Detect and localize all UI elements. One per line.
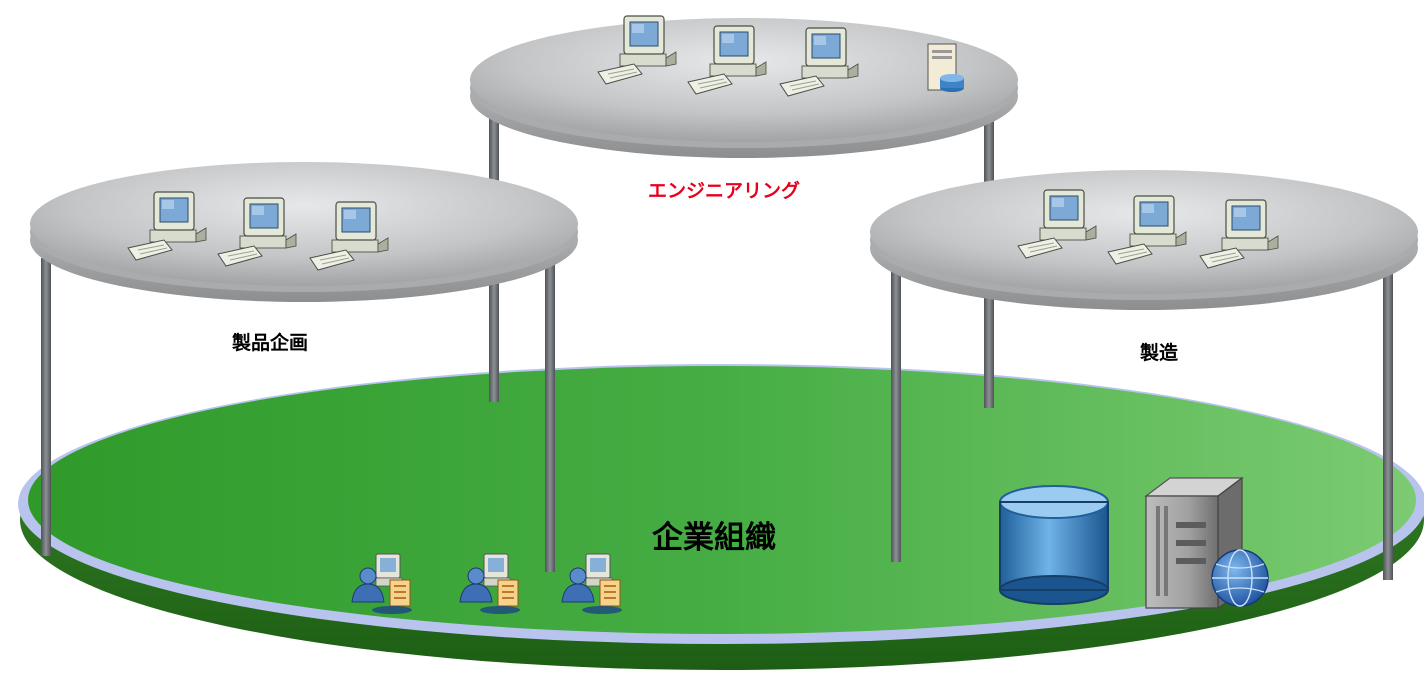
engineering-label: エンジニアリング [648, 180, 801, 202]
manufacturing-platform [870, 170, 1418, 310]
pillar [891, 262, 901, 562]
pillar [41, 258, 51, 556]
pillar [545, 260, 555, 572]
file-server-icon [927, 43, 964, 92]
manufacturing-label: 製造 [1140, 342, 1179, 364]
product-planning-platform [30, 162, 578, 302]
product-planning-label: 製品企画 [232, 332, 309, 354]
database-cylinder-icon [999, 485, 1109, 605]
pillar [1383, 262, 1393, 580]
web-server-with-globe-icon [1144, 476, 1269, 610]
engineering-platform [470, 15, 1018, 158]
enterprise-label: 企業組織 [652, 520, 776, 556]
